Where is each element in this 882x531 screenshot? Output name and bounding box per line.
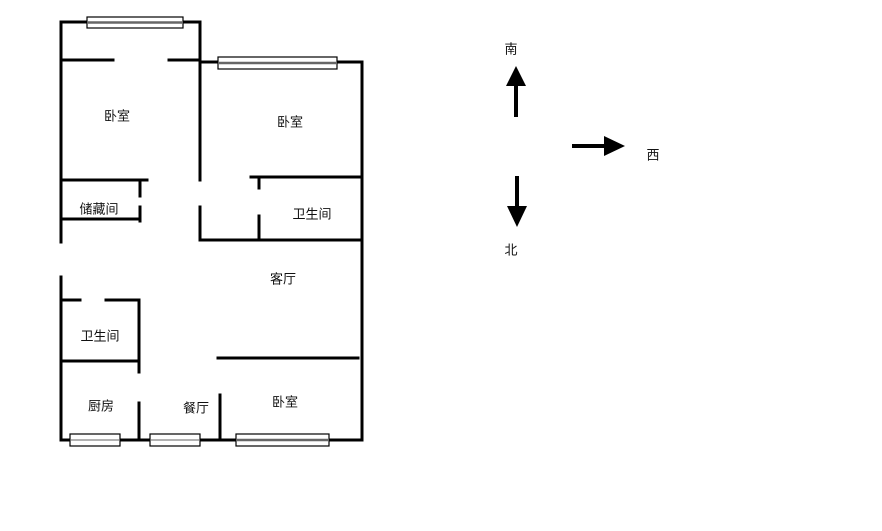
- window: [86, 16, 184, 29]
- room-label-living-room: 客厅: [269, 272, 297, 288]
- room-label-bathroom: 卫生间: [292, 207, 332, 223]
- room-label-storage: 储藏间: [79, 202, 119, 218]
- room-label-bedroom: 卧室: [276, 115, 304, 131]
- walls: [59, 20, 364, 442]
- compass-south-label: 南: [504, 42, 518, 58]
- window: [69, 433, 121, 447]
- windows: [69, 16, 338, 447]
- arrow-up-icon: [506, 66, 526, 117]
- compass-north-label: 北: [504, 243, 518, 259]
- arrow-down-icon: [507, 176, 527, 227]
- window: [235, 433, 330, 447]
- compass-arrows: [506, 66, 625, 227]
- window: [149, 433, 201, 447]
- compass-west-label: 西: [646, 148, 660, 164]
- room-label-dining-room: 餐厅: [182, 401, 210, 417]
- window: [217, 56, 338, 70]
- room-label-bedroom: 卧室: [103, 109, 131, 125]
- room-label-bedroom: 卧室: [271, 395, 299, 411]
- arrow-right-icon: [572, 136, 625, 156]
- room-label-kitchen: 厨房: [87, 399, 115, 415]
- room-label-bathroom: 卫生间: [80, 329, 120, 345]
